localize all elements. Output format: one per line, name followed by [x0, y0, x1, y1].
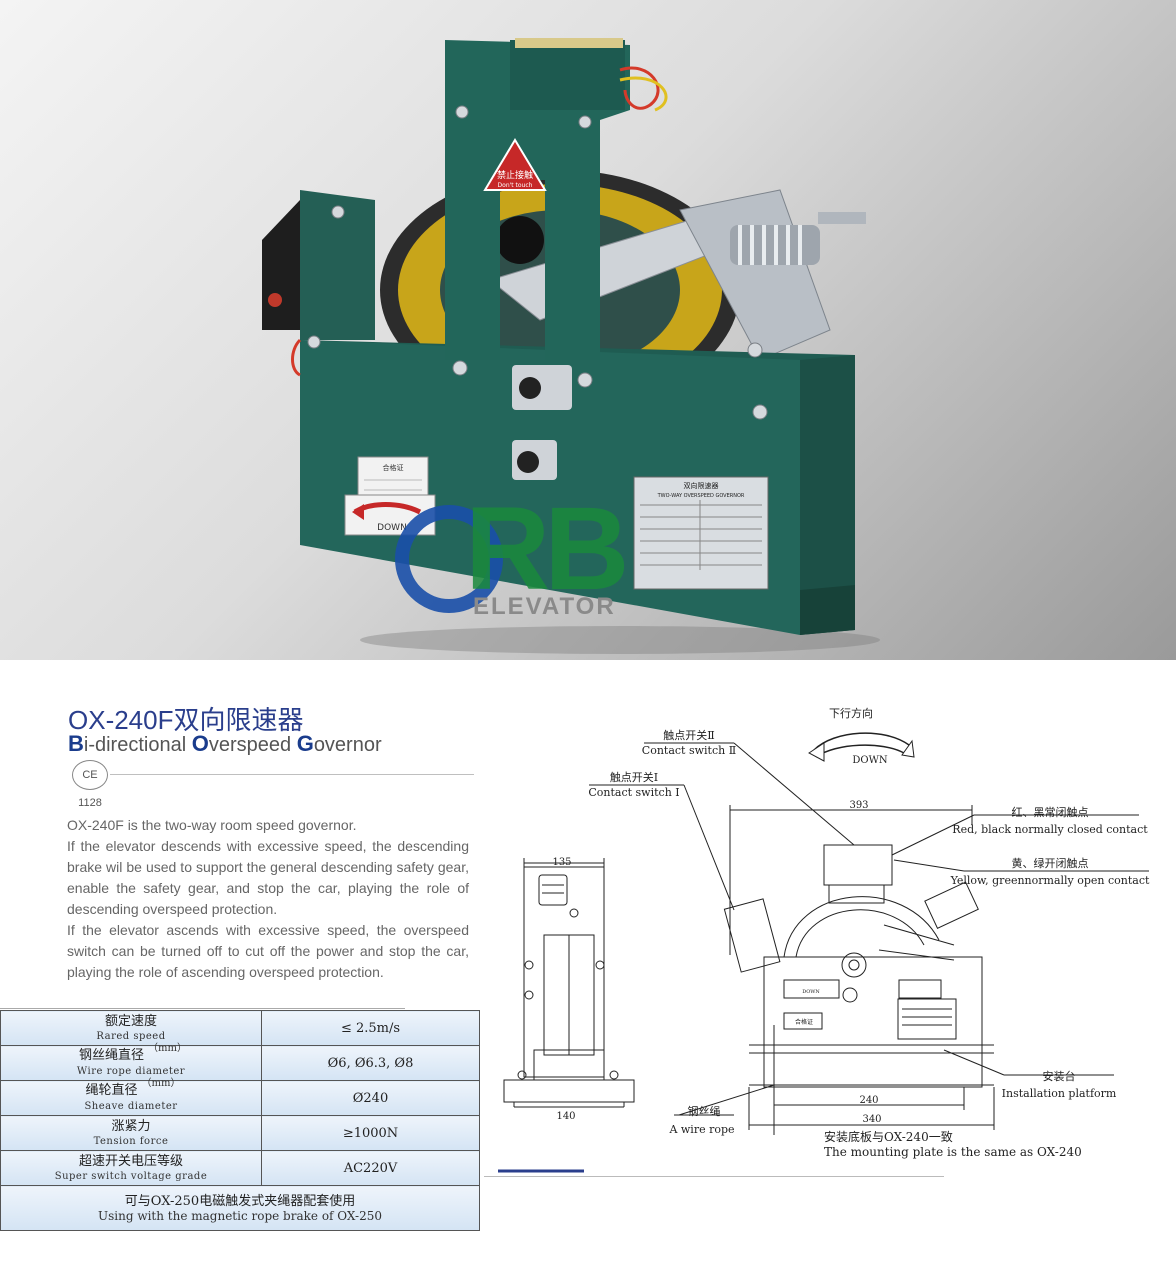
photo-cert-tag: 合格证 [383, 463, 404, 472]
platform-label-en: Installation platform [1002, 1087, 1117, 1100]
table-row: 可与OX-250电磁触发式夹绳器配套使用 Using with the magn… [0, 1185, 480, 1231]
yellow-green-contact-cn: 黄、绿开闭触点 [1012, 856, 1089, 870]
switch1-label-cn: 触点开关Ⅰ [610, 770, 658, 784]
drawing-cert-tag: 合格证 [795, 1018, 813, 1026]
product-photo: 禁止接触 Don't touch 合格证 DOWN 双向限速器 TWO-WAY [0, 0, 1176, 660]
mounting-note-cn: 安装底板与OX-240一致 [824, 1129, 953, 1144]
watermark-letters: RB [465, 483, 629, 615]
direction-label-en: DOWN [852, 755, 887, 766]
switch1-label-en: Contact switch Ⅰ [588, 786, 679, 799]
ce-certification-icon: CE 1128 [72, 760, 108, 809]
direction-label-cn: 下行方向 [829, 706, 873, 720]
mounting-note-en: The mounting plate is the same as OX-240 [824, 1145, 1082, 1159]
spec-value: Ø6, Ø6.3, Ø8 [261, 1045, 480, 1081]
spec-name-en: Wire rope diameter [76, 1066, 186, 1077]
spec-name: 额定速度 Rared speed [0, 1010, 262, 1046]
spec-name-cn: 钢丝绳直径（mm） [79, 1043, 187, 1063]
nameplate-title-en: TWO-WAY OVERSPEED GOVERNOR [657, 493, 745, 499]
rope-label-en: A wire rope [668, 1123, 734, 1136]
drawing-down-label: DOWN [802, 989, 820, 995]
spec-name-cn: 额定速度 [104, 1013, 157, 1029]
description-line-2: If the elevator descends with excessive … [67, 838, 469, 917]
title-initial-2: O [191, 731, 209, 756]
spec-unit: （mm） [141, 1078, 181, 1089]
rope-label-cn: 钢丝绳 [688, 1104, 721, 1118]
title-rest-3: overnor [313, 734, 382, 756]
spec-table: 额定速度 Rared speed ≤ 2.5m/s 钢丝绳直径（mm） Wire… [0, 1010, 480, 1231]
spec-value: AC220V [261, 1150, 480, 1186]
spec-name-cn: 超速开关电压等级 [78, 1153, 183, 1169]
spec-footer: 可与OX-250电磁触发式夹绳器配套使用 Using with the magn… [0, 1185, 480, 1231]
table-row: 超速开关电压等级 Super switch voltage grade AC22… [0, 1150, 480, 1186]
table-row: 绳轮直径（mm） Sheave diameter Ø240 [0, 1078, 480, 1116]
spec-name-en: Super switch voltage grade [54, 1170, 208, 1182]
spec-value: Ø240 [261, 1080, 480, 1116]
watermark-subtitle: ELEVATOR [473, 593, 616, 620]
spring [730, 212, 866, 265]
product-description: OX-240F is the two-way room speed govern… [67, 815, 469, 983]
warning-label-en: Don't touch [498, 182, 533, 189]
product-title-en: Bi-directional Overspeed Governor [68, 731, 382, 757]
dimension-140: 140 [556, 1111, 575, 1122]
dimension-393: 393 [849, 800, 868, 811]
table-row: 额定速度 Rared speed ≤ 2.5m/s [0, 1010, 480, 1046]
spec-name-en: Rared speed [96, 1030, 166, 1042]
title-rest-2: verspeed [208, 734, 297, 756]
switch2-label-cn: 触点开关Ⅱ [663, 728, 714, 742]
spec-footer-cn: 可与OX-250电磁触发式夹绳器配套使用 [124, 1193, 356, 1209]
dimension-135: 135 [552, 857, 571, 868]
yellow-green-contact-en: Yellow, greennormally open contact [950, 874, 1150, 887]
title-initial-1: B [68, 731, 84, 756]
description-line-3: If the elevator ascends with excessive s… [67, 922, 469, 980]
spec-name: 超速开关电压等级 Super switch voltage grade [0, 1150, 262, 1186]
spec-name: 涨紧力 Tension force [0, 1115, 262, 1151]
photo-down-label: DOWN [377, 523, 407, 533]
title-rest-1: i-directional [83, 734, 192, 756]
red-black-contact-en: Red, black normally closed contact [952, 823, 1148, 836]
title-initial-3: G [296, 731, 314, 756]
red-black-contact-cn: 红、黑常闭触点 [1012, 805, 1089, 819]
description-line-1: OX-240F is the two-way room speed govern… [67, 817, 357, 833]
table-row: 涨紧力 Tension force ≥1000N [0, 1115, 480, 1151]
spec-name-cn: 涨紧力 [111, 1118, 151, 1134]
dimension-340: 340 [862, 1114, 881, 1125]
product-title-cn: OX-240F双向限速器 [68, 705, 304, 735]
spec-footer-en: Using with the magnetic rope brake of OX… [97, 1208, 382, 1223]
bottom-divider [484, 1176, 944, 1177]
spec-name-en: Tension force [93, 1135, 169, 1147]
switch2-label-en: Contact switch Ⅱ [642, 744, 736, 757]
watermark-logo: RB ELEVATOR [395, 483, 655, 625]
nameplate-title-cn: 双向限速器 [684, 481, 719, 490]
spec-top-divider [0, 1008, 405, 1009]
dimension-240: 240 [859, 1095, 878, 1106]
warning-label-cn: 禁止接触 [497, 169, 533, 181]
technical-drawing: 下行方向 DOWN 触点开关Ⅱ Contact switch Ⅱ 触点开关Ⅰ C… [498, 706, 1150, 1173]
spec-unit: （mm） [148, 1043, 187, 1054]
spec-name-cn: 绳轮直径（mm） [85, 1078, 181, 1098]
spec-name: 钢丝绳直径（mm） Wire rope diameter [0, 1043, 262, 1081]
platform-label-cn: 安装台 [1043, 1069, 1076, 1083]
spec-name: 绳轮直径（mm） Sheave diameter [0, 1078, 262, 1116]
table-row: 钢丝绳直径（mm） Wire rope diameter Ø6, Ø6.3, Ø… [0, 1043, 480, 1081]
spec-value: ≤ 2.5m/s [261, 1010, 480, 1046]
spec-name-en: Sheave diameter [84, 1101, 178, 1112]
title-divider [110, 774, 474, 775]
spec-value: ≥1000N [261, 1115, 480, 1151]
